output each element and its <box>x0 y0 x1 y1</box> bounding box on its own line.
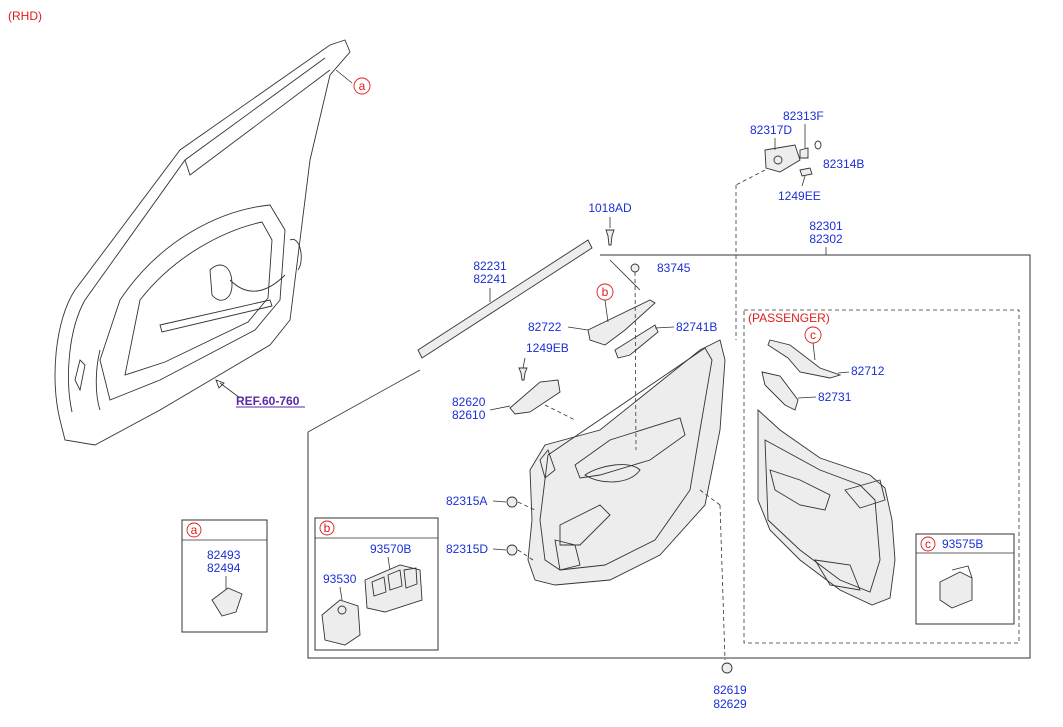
rhd-label: (RHD) <box>8 9 42 23</box>
dash-bracket-a <box>735 169 766 186</box>
label-82241: 82241 <box>473 272 507 286</box>
box-b <box>314 517 439 651</box>
door-trim-panel <box>527 339 726 586</box>
inside-handle-82620 <box>509 379 561 415</box>
leader-82712 <box>837 371 850 374</box>
washer-82314B <box>814 140 822 150</box>
plug-83745 <box>630 263 640 273</box>
label-82317D: 82317D <box>750 123 792 137</box>
label-82315A: 82315A <box>446 494 487 508</box>
bracket-82741B <box>614 324 659 359</box>
leader-82620 <box>489 405 511 411</box>
leader-82722 <box>567 326 589 331</box>
label-82314B: 82314B <box>823 157 864 171</box>
ref-arrowhead <box>215 379 225 389</box>
leader-82315D <box>492 548 507 551</box>
callout-b-text-top: b <box>602 285 609 299</box>
label-82620: 82620 <box>452 395 486 409</box>
leader-1018AD-down <box>609 259 641 291</box>
switch-93575B <box>939 571 973 609</box>
callout-b-text-box: b <box>324 521 331 535</box>
callout-a-text: a <box>359 79 366 93</box>
passenger-label: (PASSENGER) <box>748 311 830 325</box>
dash-83745 <box>634 271 637 451</box>
part-82493 <box>211 587 243 617</box>
leader-82731 <box>797 396 817 399</box>
screw-1018AD <box>605 229 615 246</box>
box-a <box>181 519 268 633</box>
label-83745: 83745 <box>657 261 691 275</box>
belt-weatherstrip <box>417 239 593 359</box>
clip-82315D <box>506 544 518 556</box>
callout-c-text-top: c <box>810 328 816 342</box>
label-82722: 82722 <box>528 320 562 334</box>
label-82315D: 82315D <box>446 542 488 556</box>
door-frame <box>54 39 351 446</box>
leader-93530 <box>339 586 343 601</box>
label-82302: 82302 <box>809 232 843 246</box>
label-82494: 82494 <box>207 561 241 575</box>
ref-leader <box>219 382 241 399</box>
switch-bezel-82712 <box>767 339 842 379</box>
label-82629: 82629 <box>713 697 747 711</box>
label-1249EB: 1249EB <box>526 341 569 355</box>
bracket-82731 <box>761 371 799 411</box>
callout-b-leader <box>604 299 609 323</box>
label-82712: 82712 <box>851 364 885 378</box>
trim-panel-box <box>307 254 1031 659</box>
callout-c-leader <box>812 342 816 361</box>
callout-a-circle <box>353 77 371 95</box>
ref-link[interactable]: REF.60-760 <box>236 394 300 408</box>
label-82301: 82301 <box>809 219 843 233</box>
label-82313F: 82313F <box>783 109 824 123</box>
leader-93570B <box>387 556 391 571</box>
callout-a-leader <box>335 69 353 84</box>
screw-1249EE <box>799 167 813 177</box>
passenger-box <box>743 309 1020 644</box>
label-93575B: 93575B <box>942 537 983 551</box>
dash-82620 <box>544 404 576 421</box>
label-82619: 82619 <box>713 683 747 697</box>
label-82610: 82610 <box>452 408 486 422</box>
label-82741B: 82741B <box>676 320 717 334</box>
bolt-82313F <box>799 147 809 159</box>
label-1018AD: 1018AD <box>588 201 632 215</box>
label-82231: 82231 <box>473 259 507 273</box>
leader-82741B <box>654 326 675 329</box>
window-switch-93570B <box>364 564 423 613</box>
callout-a-circle-box <box>186 522 202 538</box>
switch-bezel-82722 <box>587 299 656 346</box>
plug-82619 <box>721 662 733 674</box>
dash-82315A <box>517 501 536 511</box>
label-1249EE: 1249EE <box>778 189 821 203</box>
label-82731: 82731 <box>818 390 852 404</box>
callout-c-text-box: c <box>925 537 931 551</box>
bracket-82317D <box>764 144 801 173</box>
callout-a-text-box: a <box>191 523 198 537</box>
window-switch-93530 <box>321 599 361 646</box>
dash-82619-b <box>719 504 726 661</box>
box-c <box>915 533 1015 625</box>
callout-c-circle-box <box>920 536 936 552</box>
label-93530: 93530 <box>323 572 357 586</box>
leader-82315A <box>492 500 507 503</box>
leader-1249EE <box>801 175 806 187</box>
passenger-trim-panel <box>757 408 896 606</box>
dash-82315D <box>517 549 534 561</box>
label-82493: 82493 <box>207 548 241 562</box>
switch-93575B-top <box>951 565 973 579</box>
clip-82315A <box>506 496 518 508</box>
screw-1249EB <box>518 367 528 381</box>
box-diagonal <box>307 369 421 433</box>
bracket-hole <box>773 155 783 165</box>
leader-1249EB <box>522 357 526 369</box>
label-93570B: 93570B <box>370 542 411 556</box>
callout-b-circle-box <box>319 520 335 536</box>
